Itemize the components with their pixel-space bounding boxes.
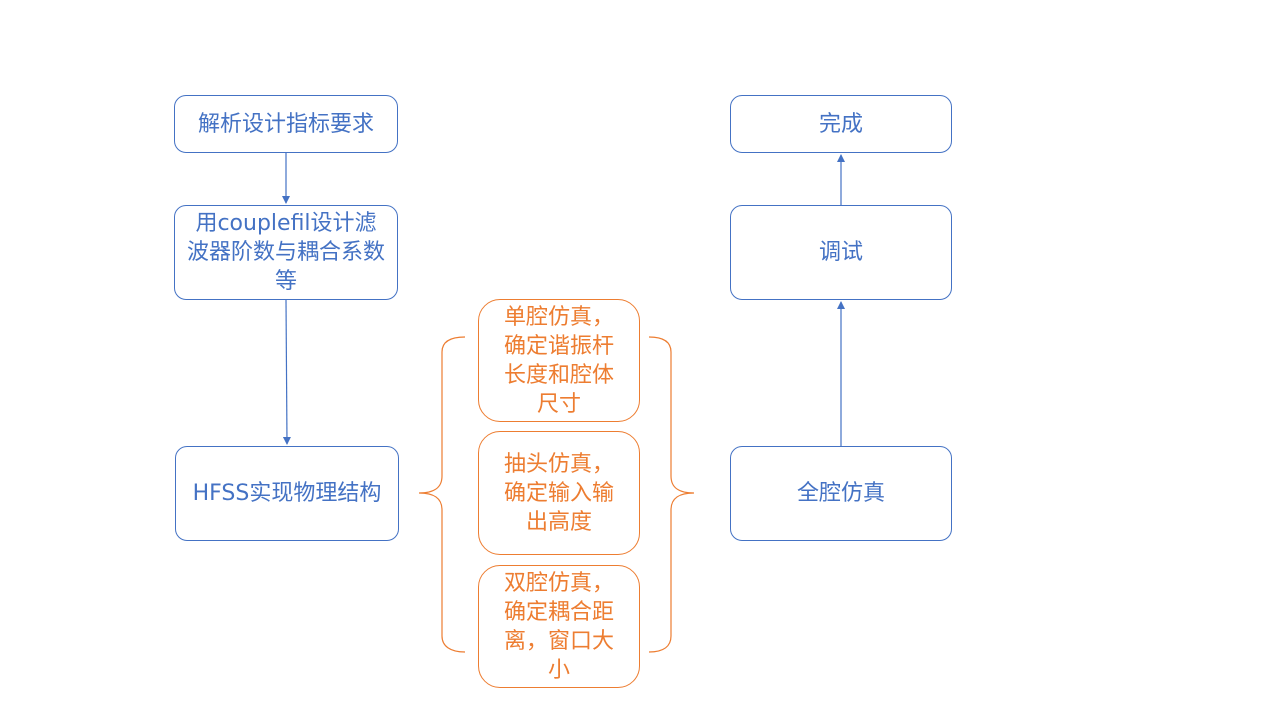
left-brace [418, 336, 466, 653]
node-tap-sim: 抽头仿真，确定输入输出高度 [478, 431, 640, 555]
arrow-couplefil-to-hfss [282, 299, 291, 445]
node-single-cavity-sim: 单腔仿真，确定谐振杆长度和腔体尺寸 [478, 299, 640, 422]
right-brace [648, 336, 695, 653]
node-parse-requirements-label: 解析设计指标要求 [197, 111, 374, 137]
node-parse-requirements: 解析设计指标要求 [174, 95, 398, 153]
node-hfss-structure-label: HFSS实现物理结构 [192, 481, 382, 506]
node-double-cavity-sim: 双腔仿真，确定耦合距离，窗口大小 [478, 565, 640, 688]
node-hfss-structure: HFSS实现物理结构 [175, 446, 399, 541]
node-single-cavity-sim-label: 单腔仿真，确定谐振杆长度和腔体尺寸 [503, 304, 614, 417]
node-full-cavity-sim-label: 全腔仿真 [796, 481, 885, 506]
node-done: 完成 [730, 95, 952, 153]
node-tap-sim-label: 抽头仿真，确定输入输出高度 [503, 451, 614, 535]
node-done-label: 完成 [818, 111, 863, 137]
node-couplefil-design-label: 用couplefil设计滤波器阶数与耦合系数等 [186, 211, 385, 294]
node-double-cavity-sim-label: 双腔仿真，确定耦合距离，窗口大小 [503, 570, 614, 683]
node-tuning-label: 调试 [818, 240, 863, 265]
node-couplefil-design: 用couplefil设计滤波器阶数与耦合系数等 [174, 205, 398, 300]
node-tuning: 调试 [730, 205, 952, 300]
node-full-cavity-sim: 全腔仿真 [730, 446, 952, 541]
